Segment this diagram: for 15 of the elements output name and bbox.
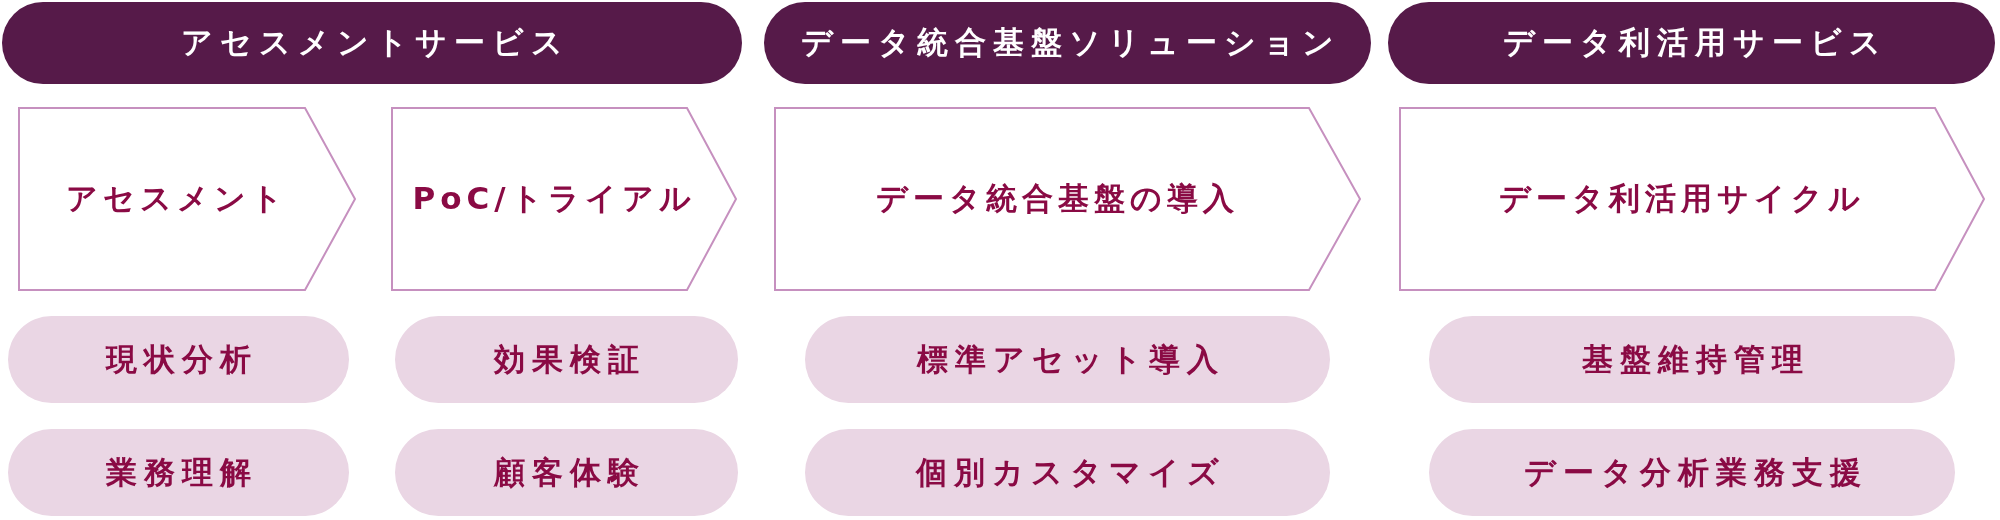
section-header-band: アセスメントサービス <box>2 2 742 84</box>
task-pill: 現状分析 <box>8 316 349 403</box>
task-pill: 個別カスタマイズ <box>805 429 1330 516</box>
process-step-box: データ統合基盤の導入 <box>774 107 1361 291</box>
task-pill: 効果検証 <box>395 316 738 403</box>
task-pill: 顧客体験 <box>395 429 738 516</box>
task-pill: 標準アセット導入 <box>805 316 1330 403</box>
process-step-box: PoC/トライアル <box>391 107 737 291</box>
section-header-band: データ利活用サービス <box>1388 2 1995 84</box>
section-header-band: データ統合基盤ソリューション <box>764 2 1371 84</box>
task-pill: 業務理解 <box>8 429 349 516</box>
task-pill: 基盤維持管理 <box>1429 316 1955 403</box>
task-pill: データ分析業務支援 <box>1429 429 1955 516</box>
process-step-box: アセスメント <box>18 107 356 291</box>
process-step-box: データ利活用サイクル <box>1399 107 1985 291</box>
